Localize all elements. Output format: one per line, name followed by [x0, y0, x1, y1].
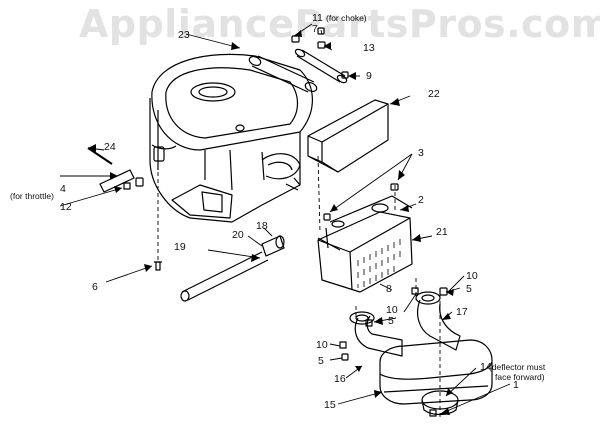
note-choke: (for choke) — [326, 13, 367, 23]
callout-16: 16 — [334, 373, 346, 385]
callout-14: 14 — [480, 361, 492, 373]
hardware-11-7-9 — [291, 27, 349, 79]
callout-1: 1 — [513, 379, 519, 391]
callout-18: 18 — [256, 220, 268, 232]
muffler-lower — [379, 339, 493, 405]
callout-2: 2 — [418, 194, 424, 206]
callout-13: 13 — [363, 42, 375, 54]
leader-arrows — [88, 30, 454, 415]
callout-5-right: 5 — [466, 283, 472, 295]
watermark: AppliancePartsPros.com — [79, 2, 600, 46]
heat-shield — [307, 99, 389, 173]
note-throttle: (for throttle) — [10, 191, 54, 201]
assembly-guide-lines — [157, 155, 441, 420]
throttle-bracket — [99, 169, 144, 193]
note-deflector-line2: face forward) — [495, 372, 545, 382]
note-deflector-line1: (deflector must — [489, 362, 546, 372]
callout-10-left: 10 — [316, 339, 328, 351]
bolt-6 — [154, 261, 162, 271]
callout-9: 9 — [366, 70, 372, 82]
callout-11: 11 — [312, 12, 323, 24]
callout-22: 22 — [428, 88, 440, 100]
callout-5-left: 5 — [318, 355, 324, 367]
callout-7: 7 — [312, 23, 318, 35]
callout-19: 19 — [174, 241, 186, 253]
callout-4: 4 — [60, 183, 66, 195]
tube-23 — [248, 55, 318, 93]
callout-10-mid: 10 — [386, 304, 398, 316]
callout-20: 20 — [232, 229, 244, 241]
callout-10-right: 10 — [466, 270, 478, 282]
callout-21: 21 — [436, 226, 448, 238]
leader-lines — [59, 23, 511, 415]
callout-17: 17 — [456, 306, 468, 318]
clamp-hardware — [323, 183, 448, 417]
callout-24: 24 — [104, 141, 116, 153]
deflector — [421, 390, 459, 416]
callout-15: 15 — [324, 399, 336, 411]
rod-24 — [87, 147, 113, 165]
fitting-18-20 — [261, 235, 285, 257]
callout-numbers: 23 11 7 13 9 22 3 2 21 24 4 12 6 19 20 1… — [10, 12, 546, 411]
exhaust-elbow — [349, 291, 461, 357]
callout-12: 12 — [60, 201, 72, 213]
tube-13 — [294, 48, 348, 84]
engine-block — [149, 53, 313, 223]
muffler-upper — [317, 195, 413, 293]
callout-3: 3 — [418, 147, 424, 159]
exhaust-pipe-19 — [180, 251, 269, 302]
callout-5-mid: 5 — [388, 315, 394, 327]
callout-6: 6 — [92, 281, 98, 293]
callout-23: 23 — [178, 29, 190, 41]
callout-8: 8 — [386, 283, 392, 295]
